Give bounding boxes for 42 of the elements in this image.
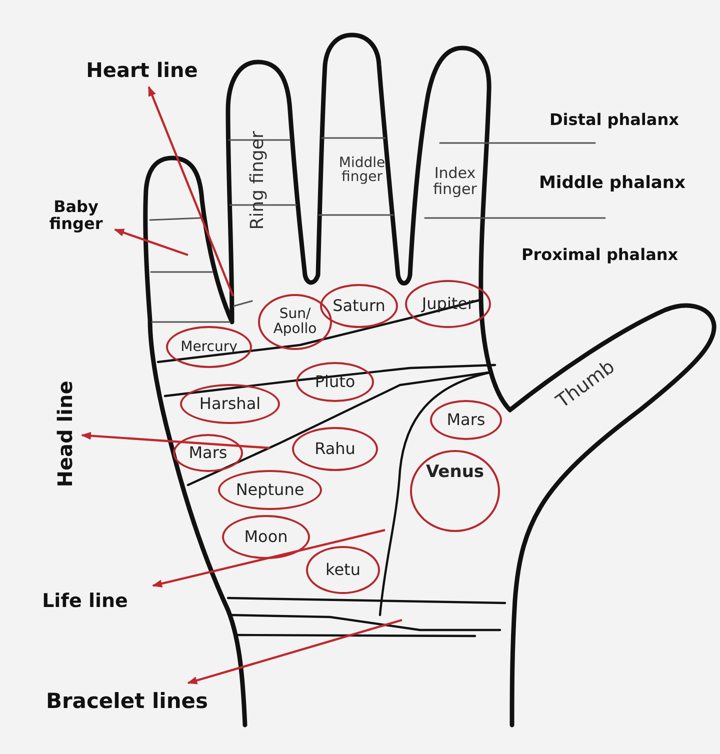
phalanx-label: Proximal phalanx: [522, 246, 678, 264]
line-label: Baby finger: [40, 192, 112, 240]
mount-name: Mars: [446, 412, 486, 428]
phalanx-label: Middle phalanx: [539, 175, 686, 193]
mount-ellipse: [258, 294, 332, 350]
mount-ellipse: [410, 450, 500, 532]
phalanx-label: Distal phalanx: [550, 112, 679, 128]
mount-ellipse: [292, 427, 378, 471]
finger-label: Ring finger: [248, 130, 268, 230]
mount-ellipse: [296, 362, 374, 402]
mount-name: Mercury: [180, 340, 238, 354]
mount-name: Moon: [244, 528, 288, 546]
mount-name: Sun/ Apollo: [272, 307, 318, 337]
line-label: Head line: [51, 374, 79, 494]
mount-name: Mars: [188, 444, 228, 462]
mount-ellipse: [166, 326, 252, 368]
arrow: [152, 528, 386, 588]
mount-ellipse: [405, 280, 491, 328]
mount-name: Rahu: [314, 440, 356, 458]
arrow: [114, 228, 188, 256]
mount-name: Pluto: [314, 374, 356, 390]
arrow: [81, 432, 270, 450]
line-label: Heart line: [62, 56, 222, 84]
mount-name: Saturn: [332, 298, 386, 314]
mount-ellipse: [320, 284, 398, 328]
mount-ellipse: [180, 384, 280, 424]
finger-label: Middle finger: [338, 156, 386, 185]
mount-ellipse: [430, 400, 502, 440]
mount-name: Neptune: [236, 482, 304, 498]
mount-name: Harshal: [199, 396, 261, 412]
finger-label: Index finger: [432, 166, 478, 198]
arrow: [187, 618, 402, 684]
mount-ellipse: [222, 515, 310, 559]
mount-name: Jupiter: [422, 296, 474, 312]
arrow: [148, 86, 234, 296]
mount-ellipse: [306, 546, 380, 594]
line-label: Bracelet lines: [22, 686, 232, 716]
mount-ellipse: [173, 434, 243, 472]
mount-name: Venus: [426, 464, 484, 482]
mount-name: ketu: [326, 562, 360, 578]
line-label: Life line: [20, 588, 150, 616]
mount-ellipse: [218, 470, 322, 510]
